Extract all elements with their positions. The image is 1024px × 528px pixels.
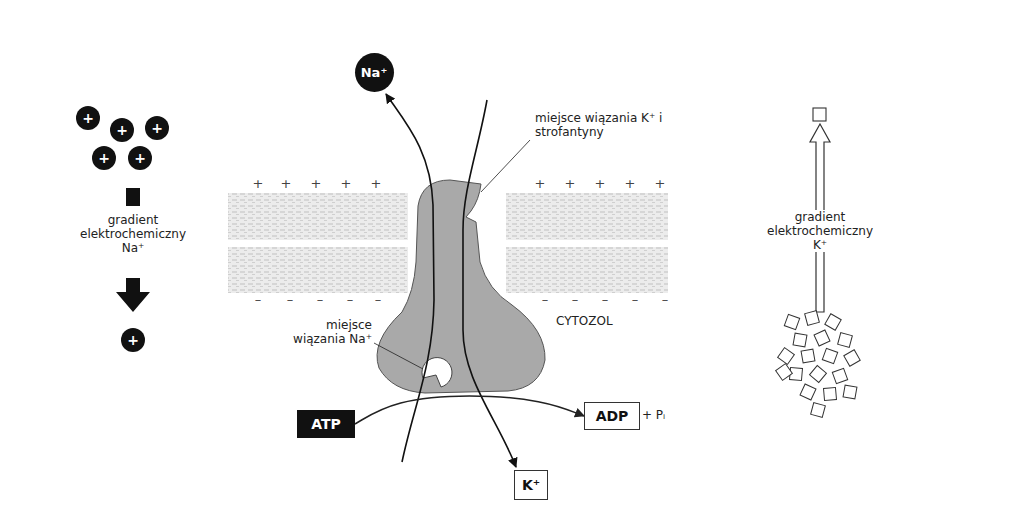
k-ion-square [793, 333, 807, 347]
k-ion-square [805, 311, 820, 326]
annotation: gradient elektrochemiczny K⁺ [760, 210, 880, 252]
annotation: miejsce wiązania K⁺ i strofantyny [535, 111, 675, 139]
pump-protein [377, 180, 545, 393]
node-text: + [134, 151, 146, 165]
reaction-arrow [355, 396, 584, 424]
adp-box: ADP [584, 402, 640, 430]
charge-sign: + [306, 177, 326, 191]
cation-circle: + [145, 116, 169, 140]
gradient-arrow-head [116, 278, 150, 312]
charge-sign: – [340, 293, 360, 307]
node-text: ADP [596, 409, 629, 423]
charge-sign: – [625, 293, 645, 307]
potassium-ion: K⁺ [514, 470, 548, 500]
charge-sign: – [248, 293, 268, 307]
annotation: gradient elektrochemiczny Na⁺ [73, 213, 193, 255]
k-ion-square [822, 348, 837, 363]
charge-sign: + [650, 177, 670, 191]
k-arrow [463, 100, 516, 467]
annotation: + Pᵢ [642, 408, 692, 422]
charge-sign: + [620, 177, 640, 191]
node-text: + [116, 123, 128, 137]
node-text: + [151, 121, 163, 135]
k-ion-square [844, 350, 860, 366]
charge-sign: – [368, 293, 388, 307]
charge-sign: + [366, 177, 386, 191]
k-ion-square [800, 384, 816, 400]
charge-sign: – [655, 293, 675, 307]
cation-circle: + [121, 328, 145, 352]
k-ion-square [832, 368, 847, 383]
charge-sign: + [590, 177, 610, 191]
leader-line [481, 140, 530, 192]
charge-sign: + [530, 177, 550, 191]
sodium-ion: Na⁺ [355, 53, 394, 92]
leader-line [374, 343, 423, 369]
na-arrow [386, 94, 434, 462]
charge-sign: – [280, 293, 300, 307]
k-ion-square [823, 387, 836, 400]
node-text: ATP [311, 417, 341, 431]
charge-sign: + [276, 177, 296, 191]
charge-sign: – [595, 293, 615, 307]
atp-box: ATP [297, 410, 355, 438]
charge-sign: – [310, 293, 330, 307]
k-ion-square [838, 333, 853, 348]
cation-circle: + [110, 118, 134, 142]
node-text: Na⁺ [361, 66, 388, 79]
annotation: miejsce wiązania Na⁺ [286, 318, 372, 346]
gradient-arrow-tail [126, 188, 140, 206]
cation-circle: + [128, 146, 152, 170]
charge-sign: – [565, 293, 585, 307]
k-ion-square [776, 364, 793, 381]
k-ion-square [825, 314, 841, 330]
charge-sign: + [336, 177, 356, 191]
k-ion-square [778, 348, 795, 365]
k-ion-square [810, 366, 827, 383]
k-ion-square [843, 385, 857, 399]
node-text: K⁺ [522, 478, 540, 492]
k-ion-square [784, 314, 799, 329]
charge-sign: + [560, 177, 580, 191]
node-text: + [82, 111, 94, 125]
charge-sign: – [535, 293, 555, 307]
annotation: CYTOZOL [556, 314, 636, 328]
k-ion-cluster [776, 311, 861, 418]
node-text: + [127, 333, 139, 347]
k-ion-square [801, 349, 815, 363]
cation-circle: + [76, 106, 100, 130]
k-ion-square [813, 108, 826, 121]
k-ion-square [811, 403, 826, 418]
cation-circle: + [92, 146, 116, 170]
k-ion-square [814, 330, 830, 346]
node-text: + [98, 151, 110, 165]
charge-sign: + [248, 177, 268, 191]
